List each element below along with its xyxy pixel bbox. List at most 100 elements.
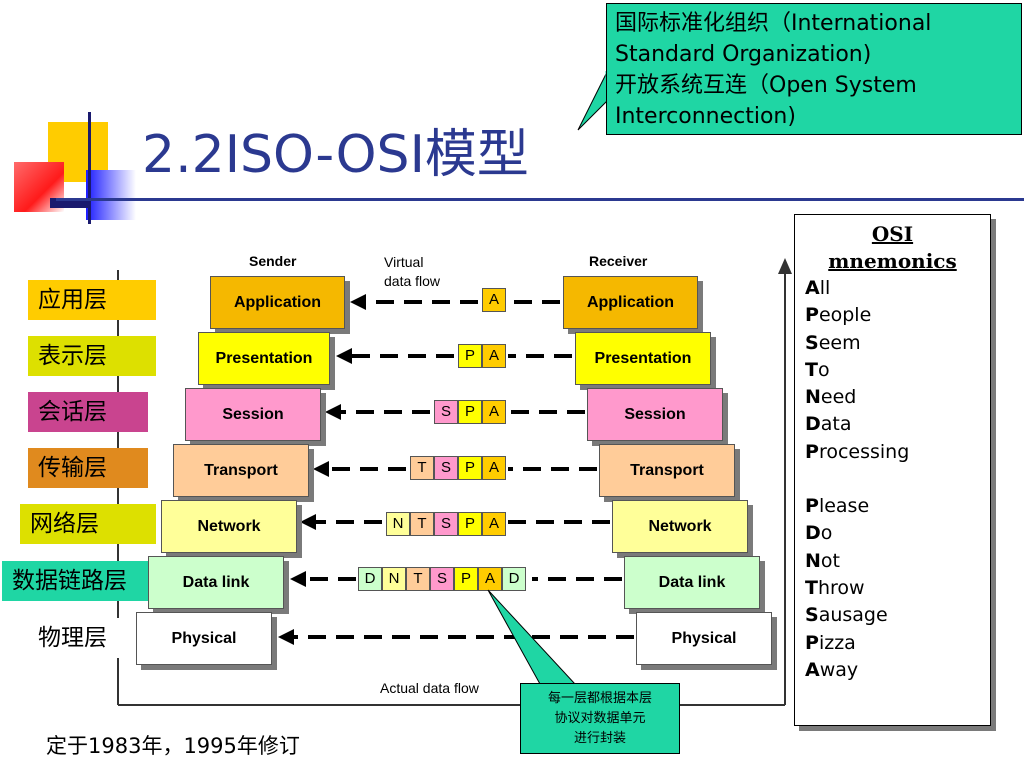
header-cell-p: P [458, 344, 482, 368]
chinese-layer-7: 物理层 [28, 618, 128, 658]
arrow-head [278, 629, 294, 645]
mnemonic-initial: D [805, 522, 821, 545]
header-cell-n: N [386, 512, 410, 536]
chinese-layer-1: 应用层 [28, 280, 156, 320]
mnemonic-initial: S [805, 604, 819, 627]
chinese-layer-2: 表示层 [28, 336, 156, 376]
header-cell-t: T [410, 456, 434, 480]
iso-callout: 国际标准化组织（International Standard Organizat… [606, 3, 1022, 135]
sender-layer-transport: Transport [173, 444, 309, 497]
receiver-layer-application: Application [563, 276, 698, 329]
chinese-layer-3: 会话层 [28, 392, 148, 432]
header-cell-d: D [358, 567, 382, 591]
receiver-layer-transport: Transport [599, 444, 735, 497]
mnemonic-initial: D [805, 413, 821, 436]
sender-header: Sender [249, 253, 297, 269]
sender-layer-network: Network [161, 500, 297, 553]
mnemonic-to: To [805, 357, 990, 384]
mnemonic-initial: T [805, 576, 818, 599]
arrow-head [313, 461, 329, 477]
header-cell-s: S [430, 567, 454, 591]
mnemonic-initial: P [805, 631, 819, 654]
note-line-3: 进行封装 [573, 731, 626, 746]
arrow-head [336, 348, 352, 364]
mnemonic-initial: N [805, 549, 821, 572]
mnemonic-do: Do [805, 520, 990, 547]
callout-line-3: 开放系统互连（Open System [615, 73, 917, 98]
header-cell-p: P [458, 400, 482, 424]
mnemonic-initial: S [805, 331, 819, 354]
sender-layer-presentation: Presentation [198, 332, 330, 385]
sender-layer-physical: Physical [136, 612, 272, 665]
mnemonic-initial: A [805, 277, 820, 299]
arrow-head [300, 514, 316, 530]
mnemonic-processing: Processing [805, 439, 990, 466]
logo-dark-bar [50, 198, 90, 208]
header-cell-n: N [382, 567, 406, 591]
header-cell-a: A [482, 344, 506, 368]
callout-line-4: Interconnection) [615, 104, 796, 129]
chinese-layer-4: 传输层 [28, 448, 148, 488]
sender-layer-session: Session [185, 388, 321, 441]
mnemonic-data: Data [805, 411, 990, 438]
mnemonic-need: Need [805, 384, 990, 411]
chinese-layer-6: 数据链路层 [2, 561, 152, 601]
header-cell-a: A [482, 456, 506, 480]
arrow-head [325, 404, 341, 420]
note-line-2: 协议对数据单元 [554, 711, 646, 726]
header-cell-a: A [482, 400, 506, 424]
mnemonics-title-1: OSI [871, 222, 914, 246]
mnemonic-initial: P [805, 440, 819, 463]
mnemonic-sausage: Sausage [805, 602, 990, 629]
logo-vertical-line [88, 112, 91, 224]
mnemonic-rest: izza [818, 631, 856, 654]
sender-layer-data-link: Data link [148, 556, 284, 609]
mnemonic-rest: eed [820, 386, 857, 409]
mnemonic-all: All [805, 275, 990, 302]
encapsulation-note: 每一层都根据本层 协议对数据单元 进行封装 [520, 683, 680, 754]
note-line-1: 每一层都根据本层 [547, 691, 652, 706]
header-cell-p: P [458, 512, 482, 536]
actual-flow-label: Actual data flow [380, 680, 479, 696]
mnemonic-rest: ata [820, 413, 852, 436]
callout-line-2: Standard Organization) [615, 42, 872, 67]
header-cell-s: S [434, 512, 458, 536]
mnemonic-initial: A [805, 658, 820, 681]
mnemonic-people: People [805, 302, 990, 329]
title-underline [56, 198, 1024, 201]
arrow-head [290, 571, 306, 587]
logo-blue-block [86, 170, 136, 220]
mnemonic-rest: eople [818, 304, 872, 327]
receiver-layer-presentation: Presentation [575, 332, 711, 385]
mnemonic-rest: ll [819, 277, 831, 299]
mnemonic-rest: ausage [818, 604, 888, 627]
virtual-flow-line-2: data flow [384, 273, 441, 289]
header-cell-p: P [454, 567, 478, 591]
mnemonic-rest: hrow [817, 576, 865, 599]
header-cell-d: D [502, 567, 526, 591]
mnemonic-pizza: Pizza [805, 630, 990, 657]
virtual-flow-header: Virtual data flow [384, 253, 440, 291]
mnemonic-rest: ot [820, 549, 840, 572]
chinese-layer-5: 网络层 [20, 504, 156, 544]
mnemonic-rest: way [819, 658, 859, 681]
mnemonic-seem: Seem [805, 330, 990, 357]
receiver-layer-physical: Physical [636, 612, 772, 665]
footer-note: 定于1983年，1995年修订 [46, 734, 300, 758]
receiver-layer-session: Session [587, 388, 723, 441]
mnemonic-initial: N [805, 386, 821, 409]
sender-layer-application: Application [210, 276, 345, 329]
mnemonic-rest: rocessing [818, 440, 910, 463]
mnemonic-throw: Throw [805, 575, 990, 602]
header-cell-t: T [410, 512, 434, 536]
mnemonic-rest: lease [818, 495, 870, 518]
mnemonic-rest: o [820, 522, 833, 545]
header-cell-a: A [482, 288, 506, 312]
mnemonic-away: Away [805, 657, 990, 684]
header-cell-a: A [478, 567, 502, 591]
mnemonic-please: Please [805, 493, 990, 520]
arrow-head [350, 294, 366, 310]
mnemonic-initial: P [805, 495, 819, 518]
receiver-header: Receiver [589, 253, 648, 269]
